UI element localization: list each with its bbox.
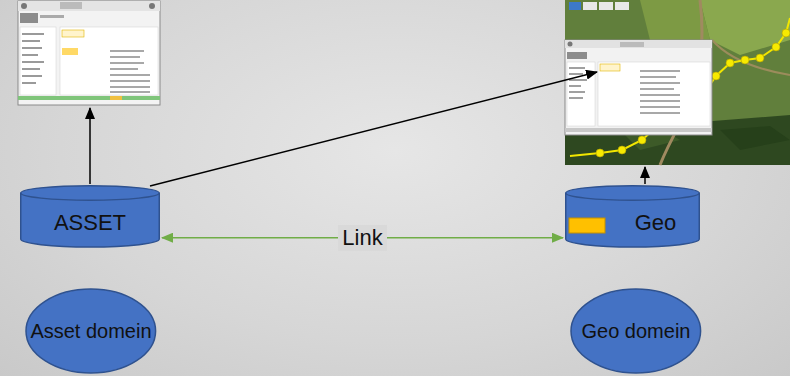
node-label: Asset domein	[25, 288, 157, 374]
node-text: Asset domein	[30, 320, 151, 343]
database-cylinder: Geo	[565, 185, 700, 247]
view-arrow	[89, 108, 91, 184]
node-label: ASSET	[20, 185, 160, 247]
asset-screenshot	[18, 1, 160, 105]
node-text: Geo domein	[582, 320, 691, 343]
node-label: Geo domein	[570, 288, 702, 374]
view-arrow	[644, 167, 646, 184]
node-text: ASSET	[54, 210, 126, 235]
node-text: Geo	[635, 210, 677, 235]
geo-map-screenshot	[565, 0, 790, 165]
node-label: Geo	[565, 185, 700, 247]
domain-ellipse: Asset domein	[25, 288, 157, 374]
node-outline	[565, 185, 700, 247]
view-arrow	[150, 72, 597, 186]
domain-ellipse: Geo domein	[570, 288, 702, 374]
edge-label: Link	[338, 225, 386, 251]
database-cylinder: ASSET	[20, 185, 160, 247]
